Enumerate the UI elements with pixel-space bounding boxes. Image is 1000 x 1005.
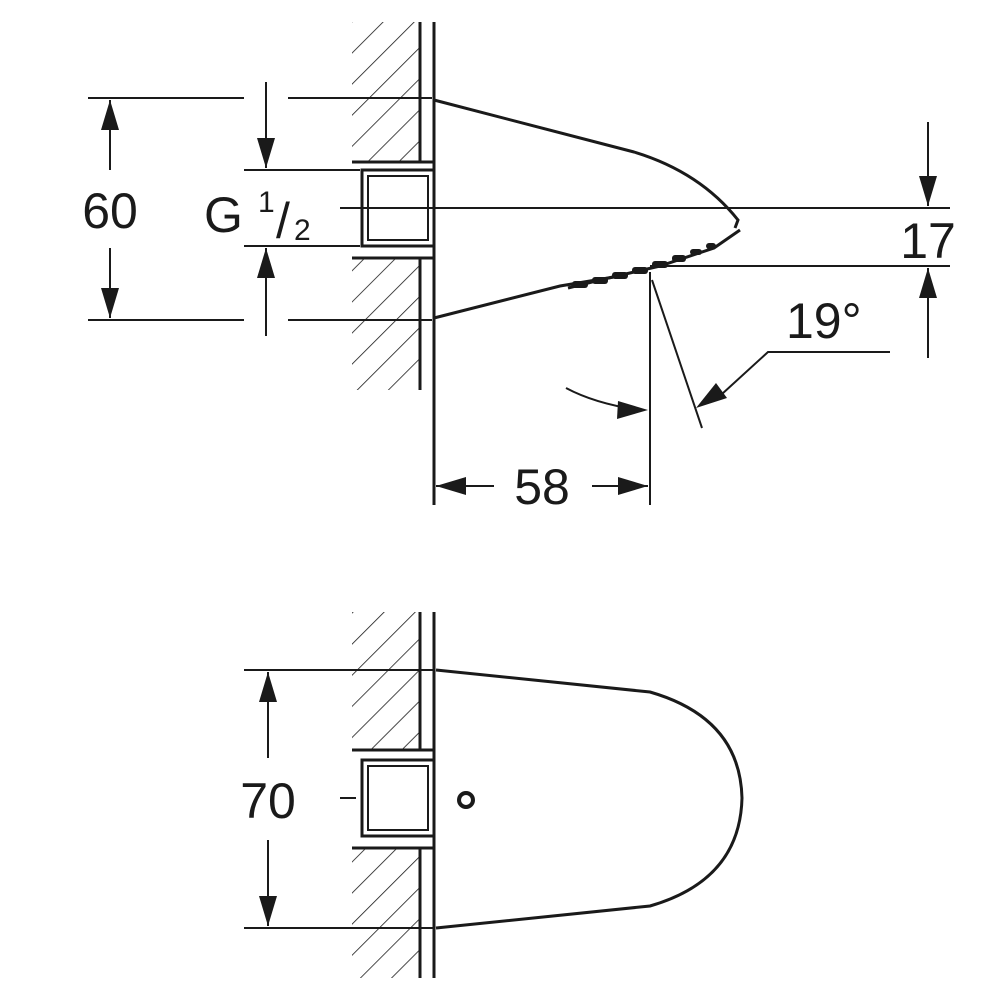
width-dimension-label: 70 xyxy=(240,773,296,829)
height-dimension-label: 60 xyxy=(82,183,138,239)
projection-dimension-label: 58 xyxy=(514,459,570,515)
front-view: 70 xyxy=(240,612,744,978)
thread-label-prefix: G xyxy=(204,187,243,243)
dimension-60: 60 xyxy=(82,97,432,321)
dimension-thread: G 1 / 2 xyxy=(204,82,360,336)
thread-label-denominator: 2 xyxy=(294,214,311,247)
wall-section-bottom xyxy=(352,612,436,978)
side-view: 60 G 1 / 2 17 xyxy=(82,22,956,515)
dimension-70: 70 xyxy=(240,669,434,929)
dimension-58: 58 xyxy=(436,459,648,515)
angle-dimension-label: 19° xyxy=(786,293,862,349)
offset-dimension-label: 17 xyxy=(900,213,956,269)
nozzle-row xyxy=(572,243,716,288)
wall-section-top xyxy=(352,22,436,505)
thread-label-numerator: 1 xyxy=(258,186,275,219)
dimension-angle: 19° xyxy=(565,272,890,505)
thread-connector-front xyxy=(340,758,436,838)
dimension-17: 17 xyxy=(900,122,956,358)
shower-head-front xyxy=(435,668,744,930)
thread-label-slash: / xyxy=(276,193,290,249)
outlet-dot xyxy=(457,791,475,809)
